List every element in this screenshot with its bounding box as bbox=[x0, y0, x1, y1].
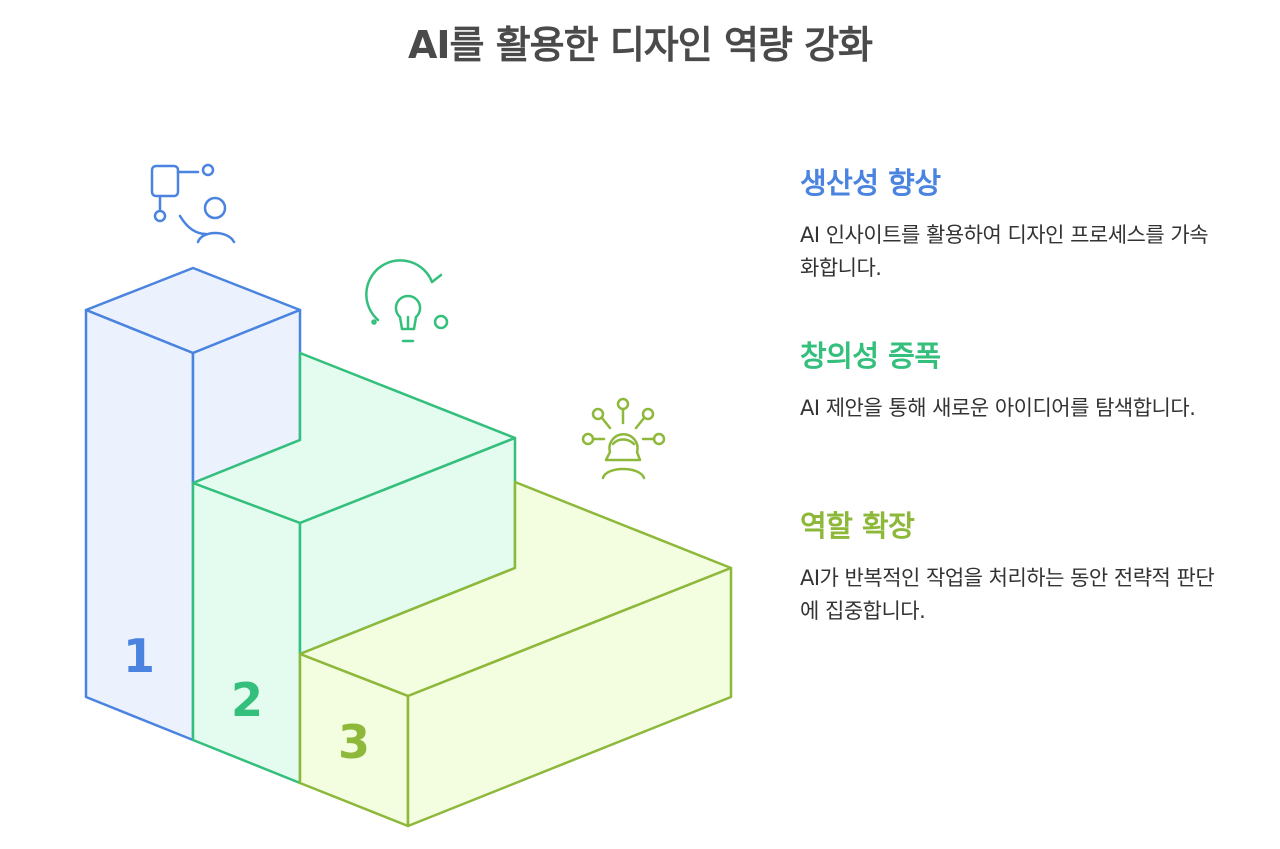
step-2-description: AI 제안을 통해 새로운 아이디어를 탐색합니다. bbox=[800, 396, 1196, 420]
step-1-description: AI 인사이트를 활용하여 디자인 프로세스를 가속화합니다. bbox=[800, 223, 1209, 280]
user-flowchart-icon bbox=[150, 163, 236, 244]
lightbulb-icon bbox=[365, 259, 449, 343]
person-network-icon bbox=[581, 397, 666, 480]
step-2-heading: 창의성 증폭 bbox=[800, 339, 941, 373]
step-1-text: 생산성 향상 AI 인사이트를 활용하여 디자인 프로세스를 가속화합니다. bbox=[800, 160, 1220, 285]
block-2-left-face bbox=[191, 481, 302, 785]
block-1 bbox=[84, 266, 302, 742]
block-3 bbox=[298, 480, 733, 828]
step-number-2: 2 bbox=[231, 673, 263, 727]
step-3-description: AI가 반복적인 작업을 처리하는 동안 전략적 판단에 집중합니다. bbox=[800, 566, 1215, 623]
step-3-text: 역할 확장 AI가 반복적인 작업을 처리하는 동안 전략적 판단에 집중합니다… bbox=[800, 503, 1220, 628]
step-number-1: 1 bbox=[123, 629, 155, 683]
step-3-heading: 역할 확장 bbox=[800, 509, 915, 543]
step-number-3: 3 bbox=[338, 715, 370, 769]
step-1-heading: 생산성 향상 bbox=[800, 166, 941, 200]
step-2-text: 창의성 증폭 AI 제안을 통해 새로운 아이디어를 탐색합니다. bbox=[800, 333, 1220, 425]
block-3-right-face bbox=[406, 566, 733, 828]
page-title: AI를 활용한 디자인 역량 강화 bbox=[407, 23, 873, 67]
block-2 bbox=[191, 351, 517, 785]
